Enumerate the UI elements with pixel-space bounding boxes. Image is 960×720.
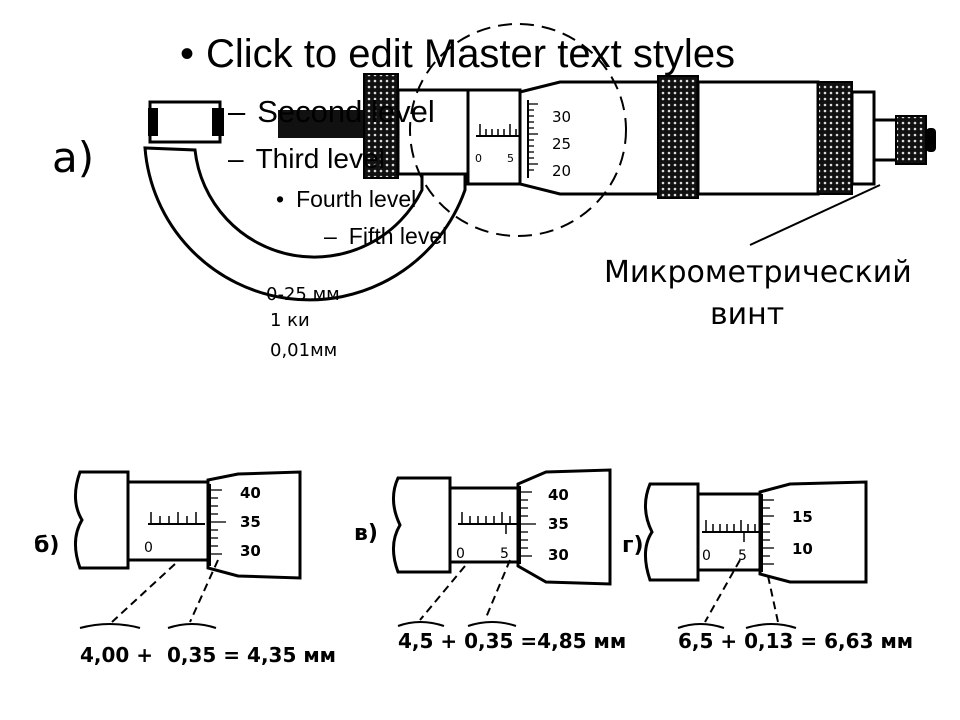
example-b-thimble-top: 40 [240, 484, 261, 502]
example-b-thimble-mid: 35 [240, 513, 261, 531]
sleeve-label-five: 5 [507, 152, 514, 165]
lock-ring [363, 73, 399, 179]
ratchet-cap [895, 115, 927, 165]
example-b-thimble-bot: 30 [240, 542, 261, 560]
example-g-label: г) [622, 533, 644, 558]
example-g-sleeve-zero: 0 [702, 548, 711, 564]
thimble-label-20: 20 [552, 162, 571, 180]
example-g-formula: 6,5 + 0,13 = 6,63 мм [678, 629, 913, 653]
example-b-sleeve-zero: 0 [144, 540, 153, 556]
example-g-sleeve-five: 5 [738, 548, 747, 564]
micrometer-figure-a: а) 0 5 [52, 23, 936, 361]
example-v-thimble-top: 40 [548, 486, 569, 504]
thimble-knurl [657, 75, 699, 199]
sleeve [396, 88, 470, 176]
example-g-thimble-bot: 10 [792, 540, 813, 558]
thimble [518, 80, 662, 196]
spindle [278, 110, 368, 138]
ratchet-knurl [817, 81, 853, 195]
example-v-formula: 4,5 + 0,35 =4,85 мм [398, 629, 626, 653]
reading-example-g: г) 0 5 15 10 6,5 + 0,13 = 6,63 мм [622, 480, 913, 653]
thimble-label-30: 30 [552, 108, 571, 126]
example-g-thimble-top: 15 [792, 508, 813, 526]
magnifier-circle [409, 23, 627, 237]
reading-example-b: б) 0 40 35 30 4,00 + 0,35 = 4,35 мм [34, 470, 336, 667]
example-v-sleeve-zero: 0 [456, 546, 465, 562]
screw-label-line1: Микрометрический [604, 255, 912, 290]
example-v-thimble-bot: 30 [548, 546, 569, 564]
reading-example-v: в) 0 5 40 35 30 4,5 + 0,35 =4,85 мм [354, 468, 626, 653]
anvil [148, 100, 222, 144]
spec-units: 1 ки [270, 310, 310, 331]
example-v-label: в) [354, 521, 378, 546]
example-v-thimble-mid: 35 [548, 515, 569, 533]
thimble-label-25: 25 [552, 135, 571, 153]
screw-label-line2: винт [710, 297, 784, 332]
example-v-sleeve-five: 5 [500, 546, 509, 562]
sleeve-label-zero: 0 [475, 152, 482, 165]
spec-precision: 0,01мм [270, 340, 337, 361]
figure-a-label: а) [52, 133, 94, 182]
micrometer-frame [143, 146, 467, 302]
example-b-formula: 4,00 + 0,35 = 4,35 мм [80, 643, 336, 667]
spec-range: 0-25 мм [266, 284, 340, 305]
example-b-label: б) [34, 533, 59, 558]
